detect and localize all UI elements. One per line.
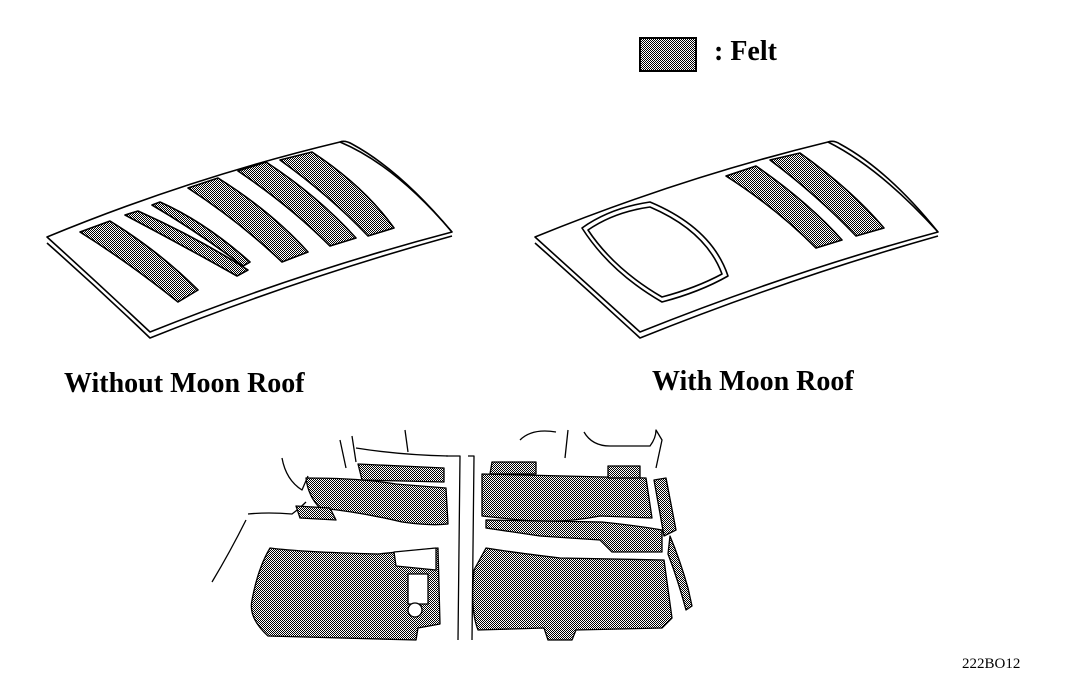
floor-felt-layout: [211, 429, 693, 641]
felt-strip: [151, 201, 251, 267]
roof-without-moon-roof: [46, 140, 453, 339]
felt-strip: [237, 161, 357, 247]
felt-strip: [79, 220, 199, 303]
felt-strip: [187, 177, 309, 263]
felt-strip: [124, 210, 249, 277]
felt-strip: [769, 152, 885, 237]
moon-roof-opening: [581, 201, 729, 303]
roof-with-moon-roof: [534, 140, 939, 339]
felt-strip: [725, 165, 843, 249]
caption-without-moon-roof: Without Moon Roof: [64, 368, 305, 399]
felt-strip: [279, 151, 395, 237]
caption-with-moon-roof: With Moon Roof: [652, 366, 854, 397]
legend-felt-label: : Felt: [714, 36, 777, 67]
figure-code: 222BO12: [962, 656, 1021, 672]
legend-felt-swatch: [639, 37, 697, 72]
